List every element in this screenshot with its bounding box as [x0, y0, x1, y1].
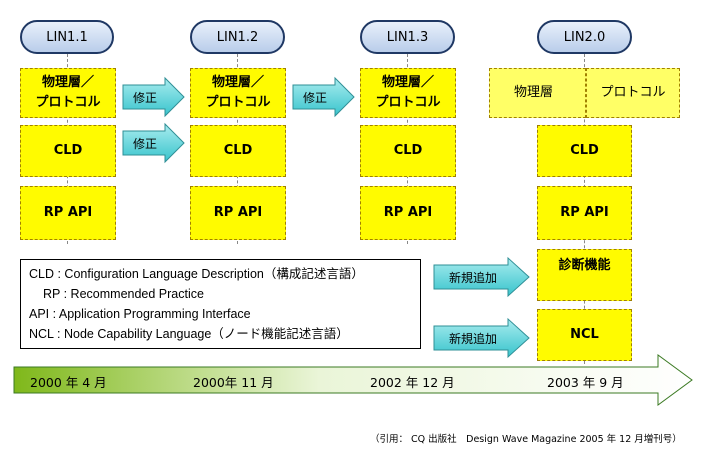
fix-label: 修正 [132, 90, 157, 105]
timeline-arrow [13, 354, 693, 406]
box-rpapi: RP API [190, 186, 286, 240]
timeline-label: 2003 年 9 月 [547, 375, 624, 390]
legend-line-cld: CLD : Configuration Language Description… [29, 267, 364, 281]
box-rpapi: RP API [360, 186, 456, 240]
version-label: LIN1.2 [216, 29, 259, 45]
box-protocol: プロトコル [586, 68, 680, 118]
version-lin12: LIN1.2 [190, 20, 285, 54]
box-physical: 物理層 [489, 68, 586, 118]
box-ncl: NCL [537, 309, 632, 361]
version-label: LIN1.3 [386, 29, 429, 45]
citation: （引用： CQ 出版社 Design Wave Magazine 2005 年 … [370, 434, 682, 445]
version-label: LIN1.1 [46, 29, 88, 45]
timeline-label: 2000年 11 月 [193, 375, 274, 390]
timeline-label: 2000 年 4 月 [30, 375, 107, 390]
fix-label: 修正 [132, 136, 157, 151]
new-label: 新規追加 [448, 331, 497, 346]
box-rpapi: RP API [20, 186, 116, 240]
box-cld: CLD [20, 125, 116, 177]
version-lin20: LIN2.0 [537, 20, 632, 54]
box-physical-protocol: 物理層／ プロトコル [190, 68, 286, 118]
box-cld: CLD [190, 125, 286, 177]
version-label: LIN2.0 [563, 29, 606, 45]
legend-line-ncl: NCL : Node Capability Language（ノード機能記述言語… [29, 327, 349, 341]
box-diag: 診断機能 [537, 249, 632, 301]
box-physical-protocol: 物理層／ プロトコル [20, 68, 116, 118]
legend-box: CLD : Configuration Language Description… [20, 259, 421, 349]
timeline-label: 2002 年 12 月 [370, 375, 455, 390]
box-cld: CLD [537, 125, 632, 177]
fix-label: 修正 [302, 90, 327, 105]
box-physical-protocol: 物理層／ プロトコル [360, 68, 456, 118]
legend-line-api: API : Application Programming Interface [29, 307, 251, 321]
version-lin11: LIN1.1 [20, 20, 114, 54]
new-label: 新規追加 [448, 270, 497, 285]
box-cld: CLD [360, 125, 456, 177]
version-lin13: LIN1.3 [360, 20, 455, 54]
legend-line-rp: RP : Recommended Practice [43, 287, 204, 301]
box-rpapi: RP API [537, 186, 632, 240]
